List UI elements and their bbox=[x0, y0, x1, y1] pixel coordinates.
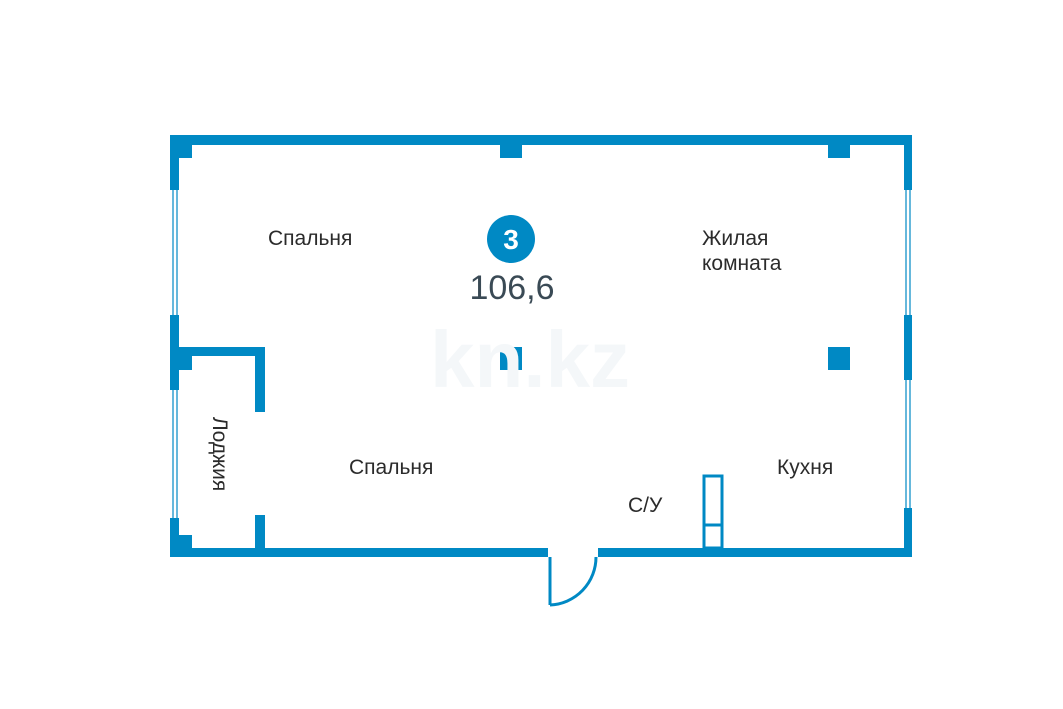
kitchen-appliance bbox=[702, 474, 724, 550]
room-label-living-line1: Жилая bbox=[702, 227, 769, 250]
walls bbox=[170, 135, 912, 557]
bottom-wall-right bbox=[598, 548, 912, 557]
rooms-count: 3 bbox=[503, 224, 519, 255]
entrance-door bbox=[548, 556, 598, 607]
loggia-wall bbox=[170, 347, 265, 356]
room-label-bathroom: С/У bbox=[628, 494, 663, 517]
rooms-count-badge bbox=[487, 215, 535, 263]
pillar bbox=[500, 347, 522, 370]
room-label-loggia: Лоджия bbox=[208, 416, 232, 492]
room-label-bedroom-top: Спальня bbox=[268, 227, 353, 250]
bottom-wall-left bbox=[170, 548, 548, 557]
watermark: kn.kz bbox=[430, 315, 630, 404]
room-label-living-line2: комната bbox=[702, 252, 782, 275]
windows bbox=[172, 190, 911, 518]
room-label-bedroom-bottom: Спальня bbox=[349, 456, 434, 479]
top-wall bbox=[170, 135, 912, 145]
room-label-kitchen: Кухня bbox=[777, 456, 834, 479]
area-value: 106,6 bbox=[469, 269, 554, 307]
pillar bbox=[828, 145, 850, 158]
pillar bbox=[500, 145, 522, 158]
pillar bbox=[828, 347, 850, 370]
